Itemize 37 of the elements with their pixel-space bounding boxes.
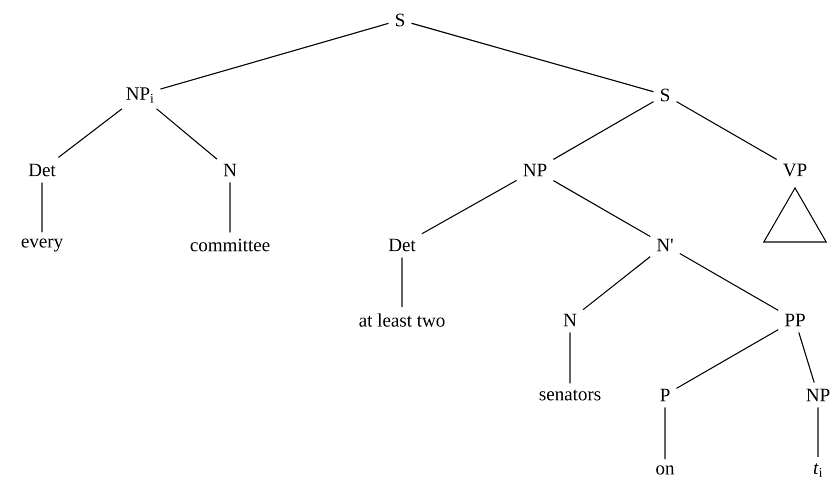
tree-label: N — [564, 314, 576, 326]
branch-line — [411, 22, 654, 92]
branch-line — [676, 101, 777, 160]
branch-line — [553, 180, 651, 237]
tree-label: N' — [656, 238, 673, 252]
tree-label: S — [661, 88, 670, 102]
branch-line — [582, 256, 651, 310]
branch-line — [229, 182, 231, 232]
branch-line — [160, 22, 389, 90]
tree-label: N — [224, 164, 236, 176]
tree-label: VP — [783, 164, 806, 176]
tree-label: NP — [523, 164, 546, 176]
tree-label: S — [396, 14, 404, 26]
branch-line — [58, 108, 122, 158]
tree-label: NP — [806, 388, 830, 402]
branch-line — [41, 182, 43, 232]
tree-label: committee — [190, 238, 270, 252]
tree-label: Det — [388, 238, 416, 252]
tree-label: at least two — [359, 313, 445, 327]
branch-line — [553, 101, 654, 160]
tree-label: t$_{i}$ — [814, 463, 822, 477]
branch-line — [401, 258, 403, 308]
tree-label: PP — [785, 314, 805, 326]
tree-label: on — [656, 465, 674, 475]
branch-line — [156, 108, 218, 160]
branch-line — [679, 253, 779, 311]
branch-line — [798, 332, 815, 383]
tree-label: NP$_{i}$ — [126, 87, 154, 103]
branch-line — [422, 180, 517, 234]
branch-line — [676, 329, 779, 389]
tree-label: senators — [540, 390, 600, 400]
tree-label: P — [660, 388, 670, 402]
branch-line — [664, 407, 666, 460]
branch-line — [569, 332, 571, 384]
branch-line — [817, 407, 819, 458]
tree-label: Det — [28, 164, 56, 176]
tree-label: every — [22, 238, 64, 252]
